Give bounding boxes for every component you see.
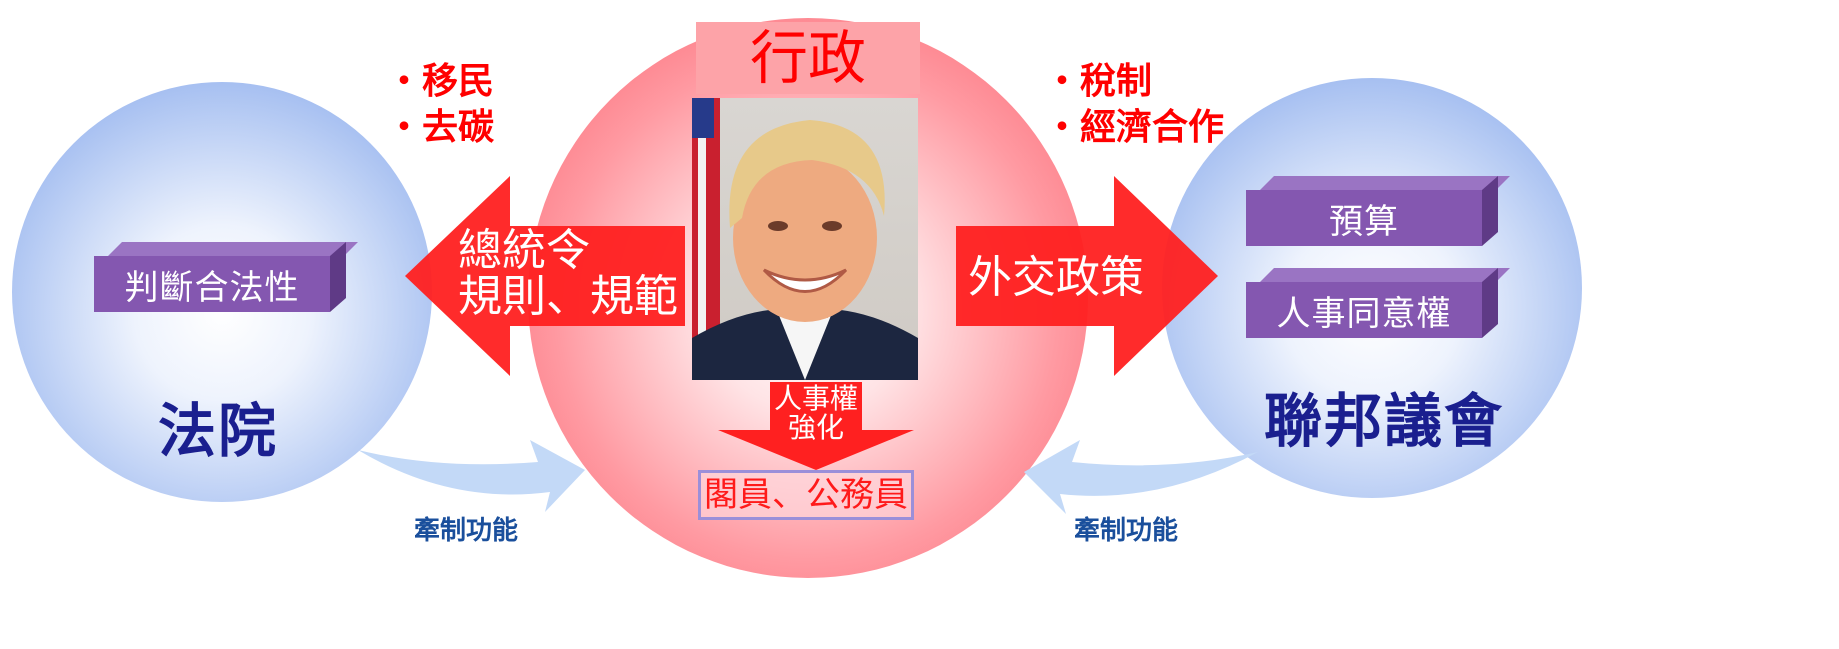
executive-title: 行政 [749, 24, 866, 92]
right-check-caption: 牽制功能 [1074, 516, 1179, 546]
left-policy-arrow [405, 176, 685, 376]
box-top [1260, 176, 1510, 190]
right-bullet-1: ・稅制 [1044, 61, 1153, 102]
right-policy-arrow [956, 176, 1218, 376]
box-side [1482, 268, 1498, 338]
left-arrow-text-1: 總統令 [458, 225, 590, 276]
right-arrow-text: 外交政策 [968, 252, 1144, 303]
court-legality-box: 判斷合法性 [94, 242, 358, 312]
left-bullet-2: ・去碳 [386, 107, 495, 148]
down-arrow-text-2: 強化 [787, 411, 844, 444]
down-arrow [718, 382, 914, 470]
box-top [108, 242, 358, 256]
court-box-label: 判斷合法性 [94, 256, 330, 312]
box-top [1260, 268, 1510, 282]
cabinet-box: 閣員、公務員 [698, 470, 914, 520]
right-bullet-2: ・經濟合作 [1044, 107, 1225, 148]
portrait-illustration [692, 98, 918, 380]
confirmation-box: 人事同意權 [1246, 268, 1510, 338]
executive-title-bg [696, 22, 920, 94]
down-arrow-text-1: 人事權 [773, 382, 858, 415]
portrait-photo [692, 98, 918, 380]
confirmation-box-label: 人事同意權 [1246, 282, 1482, 338]
box-side [1482, 176, 1498, 246]
budget-box-label: 預算 [1246, 190, 1482, 246]
court-title: 法院 [158, 397, 279, 465]
right-check-arrow [1024, 440, 1258, 514]
budget-box: 預算 [1246, 176, 1510, 246]
congress-title: 聯邦議會 [1264, 387, 1505, 455]
left-arrow-text-2: 規則、規範 [458, 271, 678, 322]
box-side [330, 242, 346, 312]
left-check-caption: 牽制功能 [414, 516, 519, 546]
left-bullet-1: ・移民 [386, 61, 495, 102]
left-check-arrow [358, 440, 585, 512]
